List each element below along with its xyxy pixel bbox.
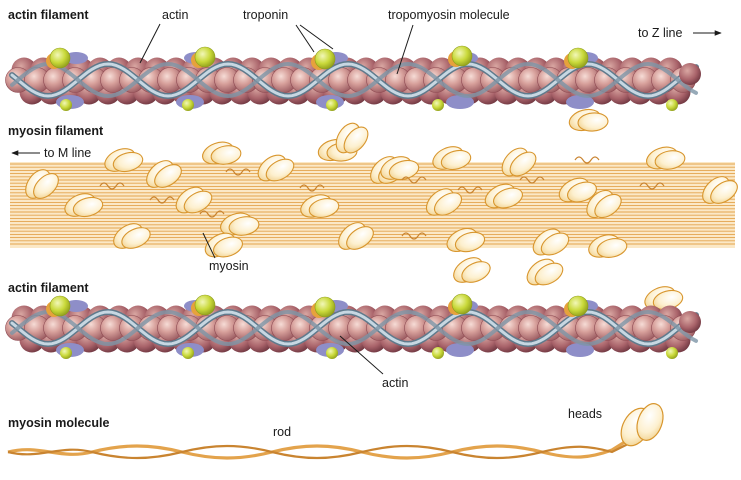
label-to-z-line: to Z line [638, 26, 683, 40]
myosin-molecule [7, 403, 664, 460]
troponin-lower [326, 99, 338, 111]
myosin-head [343, 126, 369, 154]
myosin-head [654, 150, 686, 170]
label-troponin: troponin [243, 8, 288, 22]
label-tropomyosin: tropomyosin molecule [388, 8, 510, 22]
myosin-head [509, 151, 537, 177]
troponin-lower [182, 99, 194, 111]
myosin-head [534, 262, 564, 286]
myosin-head [440, 149, 472, 171]
myosin-head [577, 112, 609, 132]
label-heads: heads [568, 407, 602, 421]
label-actin-bottom: actin [382, 376, 408, 390]
leader-actin-top [139, 23, 161, 64]
myosin-head [454, 231, 486, 253]
section-label-myosin-filament: myosin filament [8, 124, 104, 138]
troponin-lower [432, 99, 444, 111]
myosin-head [493, 187, 523, 209]
troponin-c-subunit [49, 295, 71, 317]
troponin-c-subunit [194, 46, 216, 68]
troponin-c-subunit [567, 295, 589, 317]
troponin-lower [666, 347, 678, 359]
myosin-head [308, 198, 340, 218]
troponin-t-patch [446, 95, 474, 109]
myosin-neck-coil [299, 184, 325, 192]
myosin-head [567, 181, 597, 203]
label-to-m-line: to M line [44, 146, 91, 160]
troponin-lower [432, 347, 444, 359]
myosin-head [346, 226, 374, 250]
actin-filament-top [5, 45, 701, 111]
troponin-lower [60, 347, 72, 359]
myosin-neck-coil [457, 186, 483, 194]
myosin-head [594, 193, 622, 219]
tropomyosin-strand-2 [10, 61, 698, 99]
leader-troponin-1 [295, 24, 315, 53]
section-label-actin-bottom: actin filament [8, 281, 89, 295]
myosin-head [596, 238, 628, 258]
myosin-head [213, 236, 243, 258]
actin-bead-end [679, 63, 701, 85]
troponin-t-patch [446, 343, 474, 357]
label-rod: rod [273, 425, 291, 439]
myosin-neck-coil [149, 196, 175, 204]
myosin-neck-coil [401, 232, 427, 240]
myosin-neck-coil [199, 210, 225, 218]
myosin-neck-coil [519, 176, 545, 184]
troponin-lower [60, 99, 72, 111]
myosin-head [112, 151, 144, 173]
label-myosin: myosin [209, 259, 249, 273]
myosin-head [183, 190, 213, 214]
troponin-c-subunit [49, 47, 71, 69]
myosin-neck-coil [401, 176, 427, 184]
myosin-neck-coil [639, 182, 665, 190]
myosin-head [154, 164, 182, 188]
troponin-c-subunit [451, 293, 473, 315]
myosin-filament [10, 108, 738, 311]
troponin-lower [326, 347, 338, 359]
actin-filament-bottom [5, 293, 701, 359]
leader-tropomyosin [396, 24, 414, 75]
myosin-head [121, 227, 151, 249]
troponin-t-patch [566, 95, 594, 109]
troponin-t-patch [566, 343, 594, 357]
troponin-lower [666, 99, 678, 111]
myosin-rod-strand-2 [7, 443, 629, 460]
myosin-neck-coil [99, 182, 125, 190]
troponin-c-subunit [314, 48, 336, 70]
section-label-actin-top: actin filament [8, 8, 89, 22]
troponin-t-patch [64, 300, 88, 312]
label-actin-top: actin [162, 8, 188, 22]
myosin-head [210, 145, 242, 165]
troponin-c-subunit [314, 296, 336, 318]
myosin-head [33, 173, 59, 199]
myosin-head [265, 158, 295, 182]
myosin-head-2 [636, 403, 664, 441]
leader-myosin [202, 232, 216, 259]
troponin-t-patch [64, 52, 88, 64]
myosin-head [433, 192, 463, 216]
myosin-rod-strand-1 [7, 438, 629, 460]
section-label-myosin-molecule: myosin molecule [8, 416, 109, 430]
myosin-head [461, 261, 491, 283]
myosin-head [540, 232, 570, 256]
myosin-head [228, 216, 260, 236]
troponin-c-subunit [567, 47, 589, 69]
myosin-neck-coil [225, 168, 251, 176]
actin-bead-end [679, 311, 701, 333]
myosin-heads-group [25, 108, 738, 311]
myosin-head [710, 180, 738, 204]
myosin-head [388, 159, 420, 181]
myosin-neck-coil [574, 156, 600, 164]
troponin-c-subunit [451, 45, 473, 67]
tropomyosin-strand-2 [10, 309, 698, 347]
troponin-lower [182, 347, 194, 359]
leader-troponin-2 [299, 24, 334, 50]
myosin-head [72, 196, 104, 218]
troponin-c-subunit [194, 294, 216, 316]
leader-actin-bottom [339, 335, 384, 375]
